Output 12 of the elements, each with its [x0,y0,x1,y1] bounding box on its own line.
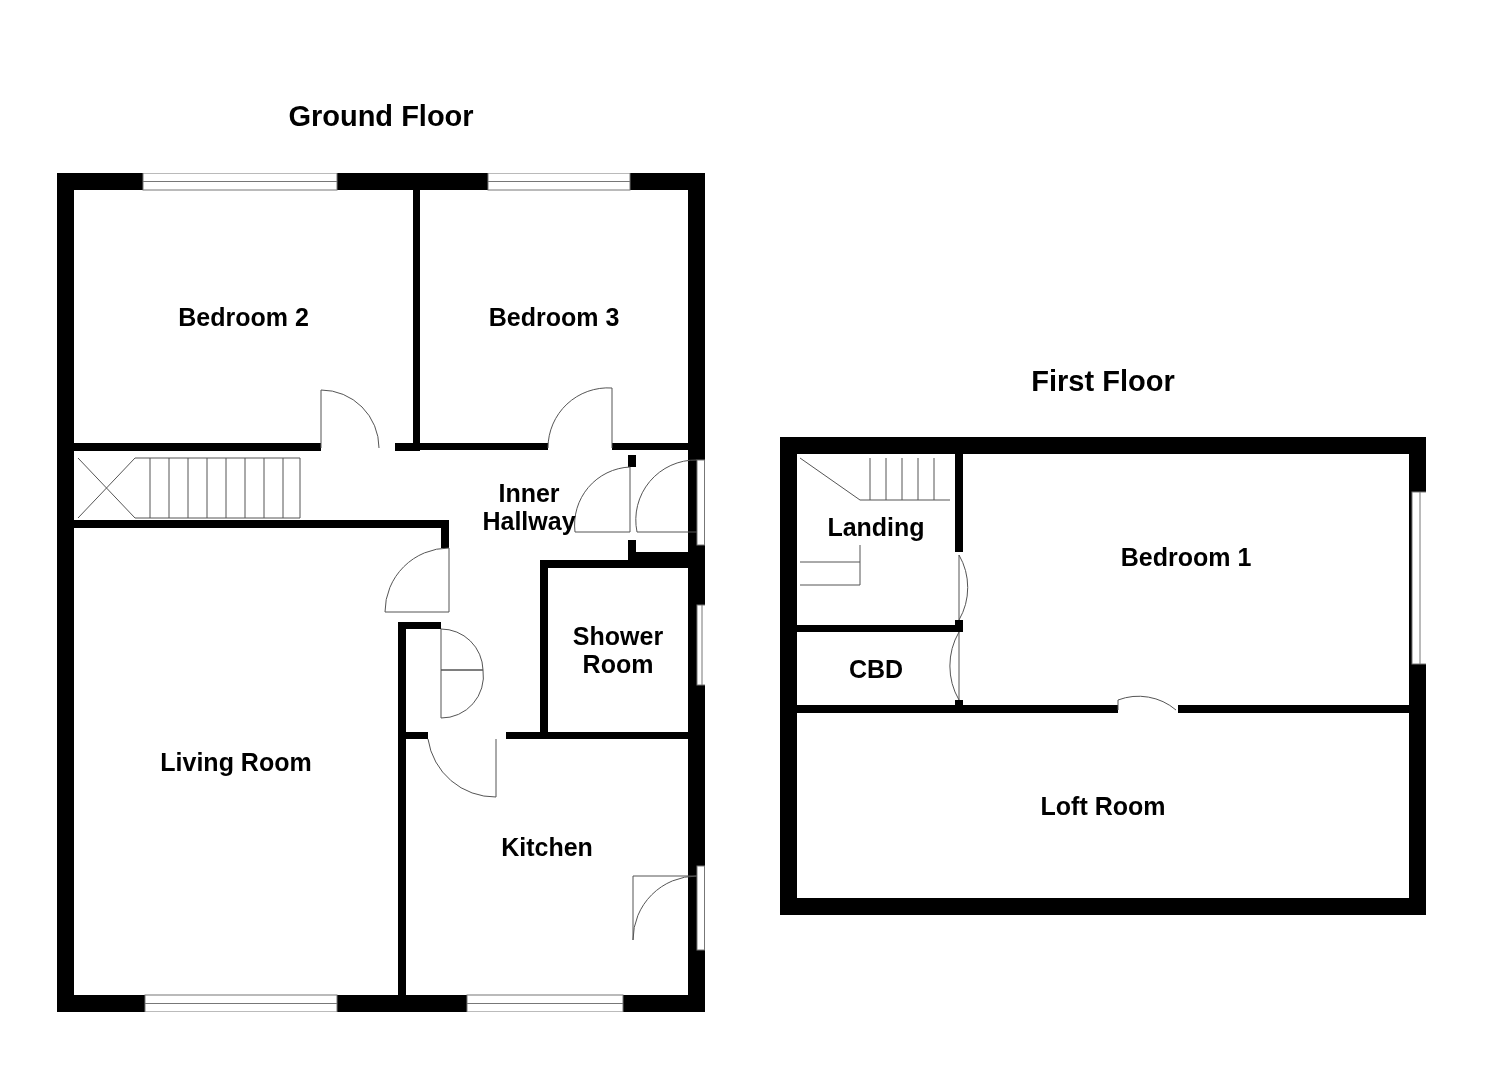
room-label: Bedroom 2 [178,302,309,331]
room-label: Loft Room [1040,791,1166,820]
room-label: Landing [827,513,925,541]
room-label: Kitchen [501,832,593,861]
floor-title: First Floor [1031,364,1175,399]
room-label: CBD [848,654,904,683]
room-label: Bedroom 1 [1120,542,1252,571]
floor-title: Ground Floor [288,99,474,134]
room-label: Bedroom 3 [488,302,620,331]
room-label: Inner Hallway [481,479,577,535]
room-label: Shower Room [571,622,665,678]
room-label: Living Room [160,747,312,776]
